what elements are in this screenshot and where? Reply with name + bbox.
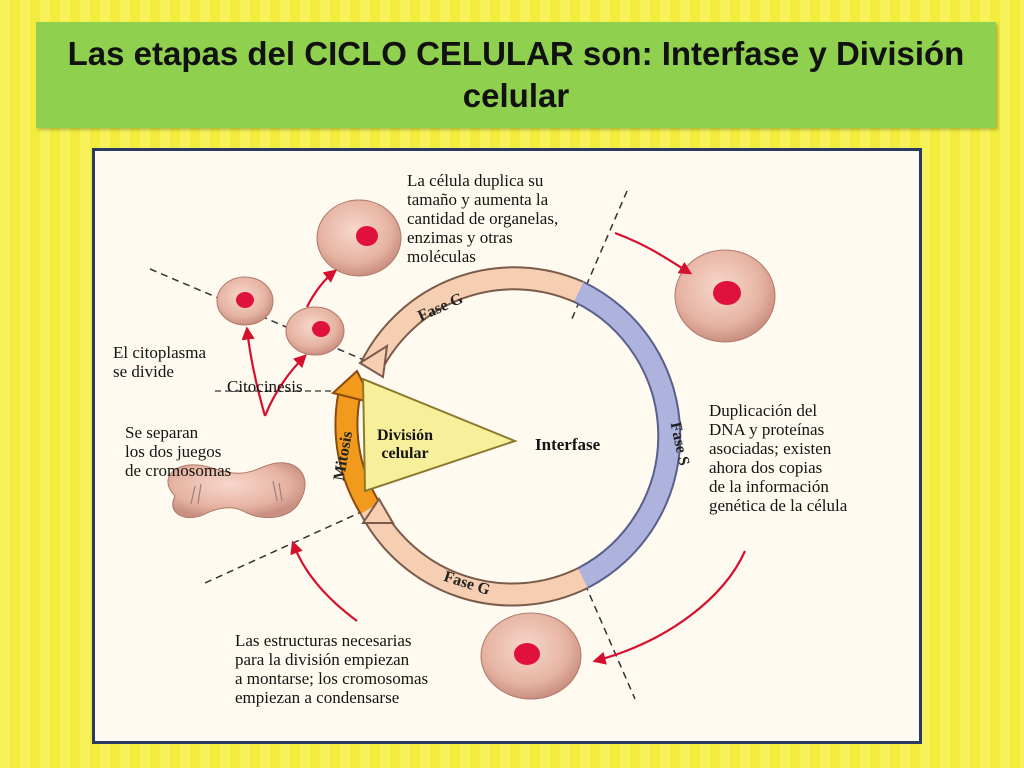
label-citocinesis: Citocinesis <box>227 377 303 396</box>
arrow-bottom-to-dividing <box>290 540 358 622</box>
label-growth-description: La célula duplica su tamaño y aumenta la… <box>407 171 559 266</box>
slide-title: Las etapas del CICLO CELULAR son: Interf… <box>67 35 965 114</box>
ring-arrowhead-fase-g-top <box>358 344 389 379</box>
cell-cycle-figure <box>149 190 776 700</box>
label-dna-duplication: Duplicación del DNA y proteínas asociada… <box>709 401 848 515</box>
label-preparation: Las estructuras necesarias para la divis… <box>235 631 429 707</box>
arrow-top-to-right <box>614 231 693 275</box>
arrow-right-to-bottom <box>592 550 747 665</box>
arrow-dividing-to-daughters <box>241 326 267 417</box>
label-division-celular: División celular <box>377 427 434 462</box>
label-chromosomes-separate: Se separan los dos juegos de cromosomas <box>125 423 232 480</box>
boundary-line-left-bottom <box>204 507 371 584</box>
title-box: Las etapas del CICLO CELULAR son: Interf… <box>36 22 996 128</box>
cell-dividing <box>167 462 306 519</box>
label-interfase: Interfase <box>535 435 601 454</box>
cell-cycle-diagram: La célula duplica su tamaño y aumenta la… <box>92 148 922 744</box>
label-cytoplasm-divides: El citoplasma se divide <box>113 343 207 381</box>
arrow-daughter-to-top <box>306 269 338 308</box>
ring-arrowhead-fase-g-bottom <box>361 497 395 524</box>
division-wedge <box>361 377 518 493</box>
boundary-line-left-top <box>149 268 386 370</box>
boundary-line-bottom-right <box>584 583 636 700</box>
